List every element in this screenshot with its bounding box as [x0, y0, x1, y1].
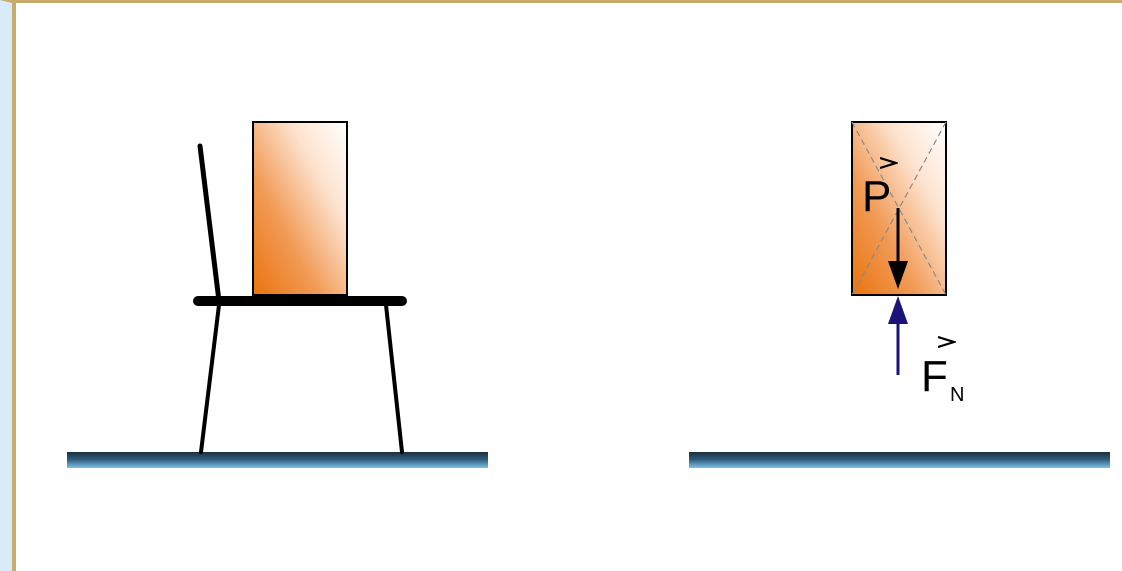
weight-symbol: P — [862, 172, 891, 221]
block-on-chair — [253, 122, 347, 295]
right-scene: P F N — [689, 122, 1110, 468]
chair-back-leg — [386, 305, 402, 452]
weight-label: P — [862, 163, 896, 221]
left-ground-line — [67, 452, 488, 468]
right-ground-line — [689, 452, 1110, 468]
chair-backrest — [200, 146, 219, 301]
chair-front-leg — [201, 305, 219, 452]
normal-force-symbol: F — [921, 352, 948, 401]
normal-force-arrow — [888, 296, 908, 375]
left-scene — [67, 122, 488, 468]
normal-force-label: F N — [921, 342, 964, 406]
normal-force-subscript: N — [950, 384, 964, 406]
physics-diagram: P F N — [12, 3, 1122, 571]
